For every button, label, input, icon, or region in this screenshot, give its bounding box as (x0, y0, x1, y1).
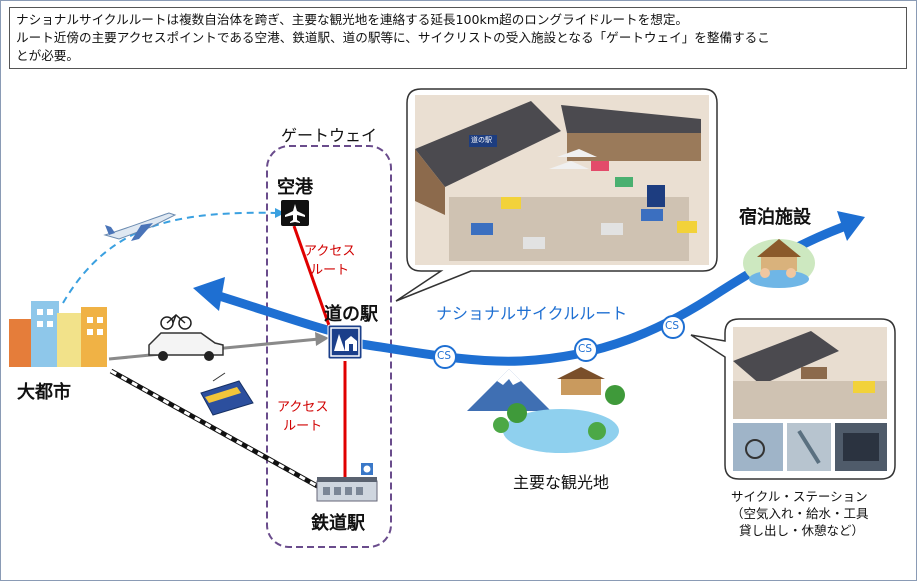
intro-line-1: ナショナルサイクルルートは複数自治体を跨ぎ、主要な観光地を連絡する延長100km… (16, 12, 689, 27)
city-label: 大都市 (17, 382, 71, 403)
cycle-station-caption: サイクル・ステーション （空気入れ・給水・工具 貸し出し・休憩など） (731, 488, 869, 539)
sightseeing-icon (467, 367, 625, 453)
intro-line-3: とが必要。 (16, 48, 79, 63)
access-route-label-top: アクセス ルート (304, 242, 355, 280)
cs-marker-label-1: CS (437, 350, 451, 362)
cs-marker-3 (661, 315, 685, 339)
station-label: 鉄道駅 (311, 513, 365, 534)
air-route-arrow (275, 208, 285, 218)
michinoeki-photo (415, 95, 709, 265)
national-cycle-route-label: ナショナルサイクルルート (436, 304, 628, 323)
city-buildings-icon (9, 301, 107, 367)
michinoeki-icon (327, 324, 363, 360)
railway-station-icon (316, 463, 378, 502)
cycle-station-title: サイクル・ステーション (731, 489, 868, 504)
road-arrow-head (315, 332, 329, 346)
airplane-icon (103, 212, 177, 241)
route-arrow-head-left (193, 277, 225, 311)
railway-line-dashes (110, 369, 320, 489)
cycle-station-line-1: （空気入れ・給水・工具 (731, 506, 869, 521)
access-route-airport (292, 225, 333, 332)
access-route-bottom-line-1: アクセス (277, 400, 329, 415)
intro-text-box: ナショナルサイクルルートは複数自治体を跨ぎ、主要な観光地を連絡する延長100km… (9, 7, 907, 69)
route-arrow-head-right (837, 211, 865, 241)
michinoeki-label: 道の駅 (324, 304, 378, 325)
air-route-dashed (62, 211, 282, 304)
photo-sign-text: 道の駅 (471, 136, 492, 144)
national-cycle-route-left (214, 290, 333, 336)
lodging-label: 宿泊施設 (739, 207, 811, 228)
cycle-station-photo (733, 327, 887, 471)
intro-line-2: ルート近傍の主要アクセスポイントである空港、鉄道駅、道の駅等に、サイクリストの受… (16, 30, 770, 45)
car-with-bike-icon (148, 313, 224, 361)
access-route-bottom-line-2: ルート (283, 419, 323, 434)
access-route-top-line-1: アクセス (304, 244, 356, 259)
lodging-icon (743, 239, 815, 288)
cs-marker-label-3: CS (665, 320, 679, 332)
cs-marker-1 (433, 345, 457, 369)
gateway-label: ゲートウェイ (281, 126, 378, 145)
cycle-station-line-2: 貸し出し・休憩など） (739, 523, 865, 538)
train-icon (200, 372, 254, 416)
sightseeing-label: 主要な観光地 (513, 473, 610, 492)
cs-marker-2 (574, 338, 598, 362)
access-route-label-bottom: アクセス ルート (277, 398, 328, 436)
cs-marker-label-2: CS (578, 343, 592, 355)
airport-icon (281, 200, 309, 226)
airport-label: 空港 (277, 177, 313, 198)
access-route-top-line-2: ルート (310, 263, 350, 278)
